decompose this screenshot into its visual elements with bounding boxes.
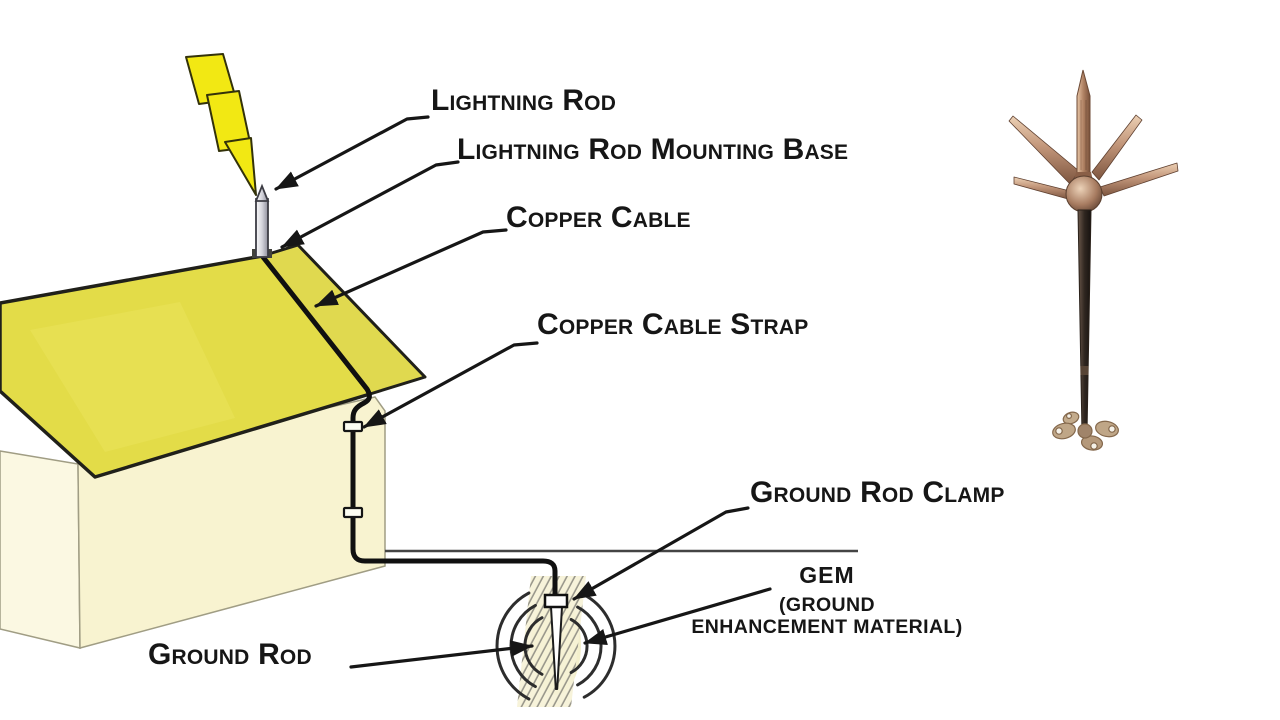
label-copper-cable-strap: Copper Cable Strap — [537, 308, 809, 341]
photo-ball — [1065, 175, 1103, 213]
ground-rod-clamp-graphic — [543, 593, 569, 609]
label-gem-title: GEM — [799, 562, 855, 588]
photo-shaft-coupling — [1080, 366, 1089, 375]
lightning-rod-leader — [274, 115, 430, 191]
cable-strap-leader — [362, 341, 539, 429]
lightning-bolt-icon — [185, 53, 257, 196]
label-gem-block: GEM (GROUND ENHANCEMENT MATERIAL) — [677, 561, 977, 638]
gem-leader — [583, 587, 772, 645]
photo-spike-right — [1099, 162, 1179, 197]
label-mounting-base: Lightning Rod Mounting Base — [457, 133, 849, 166]
photo-mounting-bracket — [1052, 411, 1119, 451]
leader-arrows — [274, 115, 772, 669]
ground-rod-leader — [349, 640, 534, 669]
label-lightning-rod: Lightning Rod — [431, 84, 617, 117]
photo-spike-left — [1013, 176, 1069, 200]
label-copper-cable: Copper Cable — [506, 201, 691, 234]
rooftop-lightning-rod-graphic — [252, 183, 272, 258]
label-gem-line3: ENHANCEMENT MATERIAL) — [691, 615, 963, 638]
photo-shaft — [1077, 209, 1092, 435]
copper-cable-strap-graphic-upper — [342, 420, 364, 433]
photo-spike-top — [1076, 69, 1091, 175]
copper-cable-strap-graphic-lower — [342, 506, 364, 519]
gem-area-graphic — [495, 576, 617, 707]
house-wall-left — [0, 450, 81, 649]
label-ground-rod: Ground Rod — [148, 638, 312, 671]
house-graphic — [0, 243, 427, 649]
gem-hatch-lines — [517, 576, 586, 707]
photo-spike-upper-right — [1091, 114, 1143, 181]
photo-spike-upper-left — [1008, 115, 1080, 185]
mounting-base-leader — [280, 160, 460, 249]
label-ground-rod-clamp: Ground Rod Clamp — [750, 476, 1005, 509]
label-gem-line2: (GROUND — [779, 594, 875, 616]
copper-cable-leader — [314, 228, 508, 308]
copper-lightning-rod-photo — [1008, 69, 1179, 451]
clamp-leader — [572, 506, 750, 601]
roof-highlight — [30, 302, 235, 452]
copper-cable-graphic — [260, 254, 558, 599]
